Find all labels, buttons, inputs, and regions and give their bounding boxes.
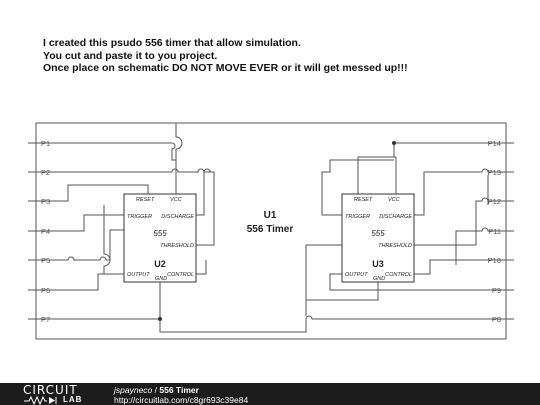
u2-box bbox=[123, 193, 197, 283]
wire-u2-discharge bbox=[196, 168, 211, 216]
u2-reset-label: RESET bbox=[136, 197, 155, 203]
pin-label-p3: P3 bbox=[41, 197, 50, 206]
pin-label-p6: P6 bbox=[41, 286, 50, 295]
u3-trigger-label: TRIGGER bbox=[345, 214, 370, 220]
u2-part-label: 555 bbox=[153, 229, 167, 238]
logo-text-bottom: LAB bbox=[63, 395, 83, 404]
pin-label-p11: P11 bbox=[488, 227, 501, 236]
pin-label-p4: P4 bbox=[41, 227, 50, 236]
note-line-1: I created this psudo 556 timer that allo… bbox=[43, 37, 301, 49]
pin-label-p13: P13 bbox=[488, 168, 501, 177]
junction-dot bbox=[392, 141, 396, 145]
circuitlab-logo[interactable]: CIRCUIT LAB bbox=[23, 383, 93, 405]
wire-u3-trigger bbox=[321, 159, 394, 216]
meta-separator: / bbox=[152, 385, 160, 395]
pin-label-p5: P5 bbox=[41, 256, 50, 265]
footer-bar: CIRCUIT LAB jspayneco / 556 Timer http:/… bbox=[0, 383, 540, 405]
author-link[interactable]: jspayneco bbox=[114, 385, 153, 395]
u3-gnd-label: GND bbox=[373, 276, 385, 282]
u2-trigger-label: TRIGGER bbox=[127, 214, 152, 220]
u3-threshold-label: THRESHOLD bbox=[378, 243, 412, 249]
wire-u3-gnd bbox=[306, 282, 379, 301]
wire-p10 bbox=[414, 259, 506, 275]
wire-p8 bbox=[159, 315, 506, 333]
schematic-canvas[interactable]: P1 P2 P3 P4 P5 P6 P7 P14 P13 P12 P11 P10… bbox=[0, 0, 540, 383]
u2-ref-label: U2 bbox=[154, 259, 166, 269]
wire-u2-bridge bbox=[103, 205, 111, 274]
u3-box bbox=[341, 193, 415, 283]
u3-part-label: 555 bbox=[371, 229, 385, 238]
left-pin-stubs bbox=[28, 142, 36, 320]
pin-label-p10: P10 bbox=[488, 256, 501, 265]
pin-label-p8: P8 bbox=[492, 315, 501, 324]
circuit-url[interactable]: http://circuitlab.com/c8gr693c39e84 bbox=[114, 395, 249, 405]
pin-label-p9: P9 bbox=[492, 286, 501, 295]
pin-label-p12: P12 bbox=[488, 197, 501, 206]
u2-chip[interactable] bbox=[123, 193, 197, 283]
u2-output-label: OUTPUT bbox=[127, 272, 150, 278]
logo-text-top: CIRCUIT bbox=[23, 383, 78, 397]
logo-resistor-icon bbox=[24, 396, 57, 405]
circuit-title[interactable]: 556 Timer bbox=[159, 385, 199, 395]
u3-ref-label: U3 bbox=[372, 259, 384, 269]
u3-control-label: CONTROL bbox=[385, 272, 412, 278]
u2-vcc-label: VCC bbox=[170, 197, 182, 203]
pin-label-p2: P2 bbox=[41, 168, 50, 177]
circuit-meta: jspayneco / 556 Timer http://circuitlab.… bbox=[114, 385, 248, 405]
wire-p9 bbox=[329, 273, 506, 291]
pin-label-p7: P7 bbox=[41, 315, 50, 324]
wire-p13 bbox=[414, 168, 506, 216]
u2-gnd-label: GND bbox=[155, 276, 167, 282]
u1-name: 556 Timer bbox=[247, 224, 294, 235]
u3-discharge-label: DISCHARGE bbox=[379, 214, 412, 220]
u2-control-label: CONTROL bbox=[167, 272, 194, 278]
instructions-note: I created this psudo 556 timer that allo… bbox=[43, 37, 523, 75]
wire-u2-bus bbox=[175, 123, 183, 160]
pin-label-p14: P14 bbox=[488, 139, 501, 148]
junction-dot bbox=[158, 317, 162, 321]
wire-p6 bbox=[36, 273, 124, 291]
u3-vcc-label: VCC bbox=[388, 197, 400, 203]
wire-p5 bbox=[36, 229, 124, 261]
u3-output-label: OUTPUT bbox=[345, 272, 368, 278]
wire-u2-control bbox=[196, 260, 207, 275]
u3-reset-label: RESET bbox=[354, 197, 373, 203]
u1-ref: U1 bbox=[264, 210, 277, 221]
wire-p1 bbox=[36, 142, 177, 194]
note-line-2: You cut and paste it to you project. bbox=[43, 49, 218, 62]
wire-p3 bbox=[36, 184, 149, 202]
pin-label-p1: P1 bbox=[41, 139, 50, 148]
u2-discharge-label: DISCHARGE bbox=[161, 214, 194, 220]
wire-vcc-u3 bbox=[394, 156, 397, 194]
u2-threshold-label: THRESHOLD bbox=[160, 243, 194, 249]
meta-line-1: jspayneco / 556 Timer bbox=[114, 385, 248, 395]
note-line-3: Once place on schematic DO NOT MOVE EVER… bbox=[43, 62, 408, 75]
wire-p11 bbox=[455, 227, 506, 265]
wire-p14 bbox=[357, 142, 506, 194]
u3-chip[interactable] bbox=[341, 193, 415, 283]
wire-u3-left bbox=[305, 244, 342, 316]
right-pin-stubs bbox=[506, 142, 514, 320]
